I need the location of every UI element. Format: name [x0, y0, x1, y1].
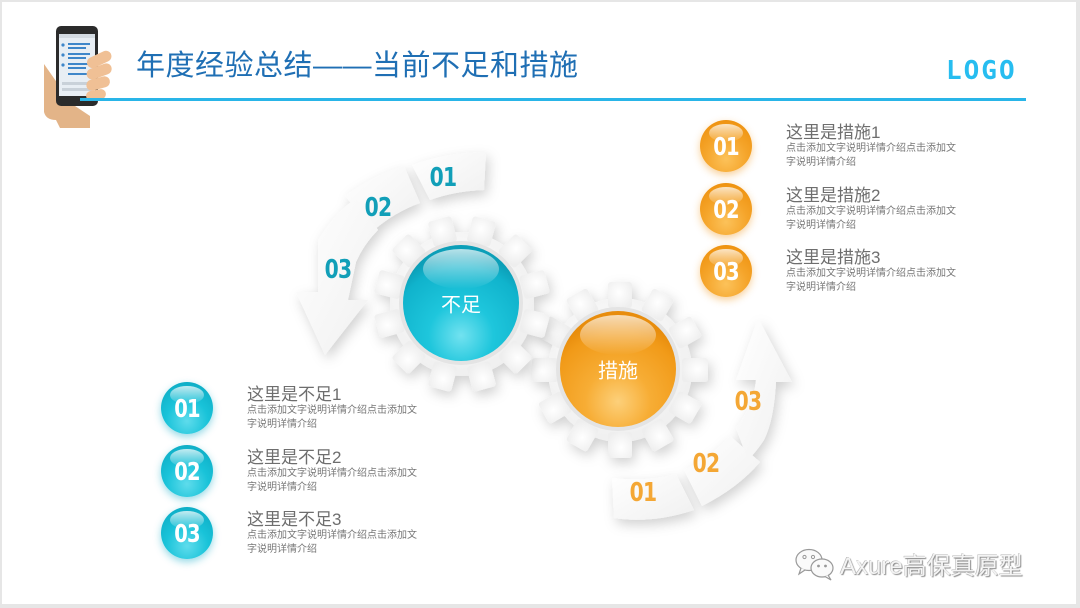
- measure-title: 这里是措施3: [786, 248, 881, 267]
- wechat-icon: [795, 548, 834, 581]
- shortcoming-item: 01 这里是不足1 点击添加文字说明详情介绍点击添加文字说明详情介绍: [161, 382, 481, 438]
- left-hub: [399, 241, 523, 365]
- watermark-text: Axure高保真原型: [840, 553, 1023, 580]
- left-segment-02: 02: [364, 193, 392, 223]
- shortcoming-desc: 点击添加文字说明详情介绍点击添加文字说明详情介绍: [247, 468, 417, 493]
- left-segment-01: 01: [429, 163, 457, 193]
- shortcoming-desc: 点击添加文字说明详情介绍点击添加文字说明详情介绍: [247, 530, 417, 555]
- right-hub-label: 措施: [598, 360, 638, 383]
- measure-desc: 点击添加文字说明详情介绍点击添加文字说明详情介绍: [786, 206, 956, 231]
- number-badge: 02: [700, 183, 752, 235]
- shortcoming-title: 这里是不足2: [247, 448, 342, 467]
- right-segment-02: 02: [692, 449, 720, 479]
- left-segment-03: 03: [324, 255, 352, 285]
- number-badge: 03: [161, 507, 213, 559]
- left-arc-segments: [296, 152, 486, 355]
- measure-title: 这里是措施2: [786, 186, 881, 205]
- right-arc-segments: [612, 318, 792, 520]
- number-badge: 01: [161, 382, 213, 434]
- watermark: Axure高保真原型: [794, 546, 1023, 581]
- measure-desc: 点击添加文字说明详情介绍点击添加文字说明详情介绍: [786, 268, 956, 293]
- phone-in-hand-icon: [44, 26, 112, 128]
- left-hub-label: 不足: [441, 294, 481, 317]
- number-badge: 03: [700, 245, 752, 297]
- measure-title: 这里是措施1: [786, 123, 881, 142]
- shortcoming-title: 这里是不足1: [247, 385, 342, 404]
- shortcoming-desc: 点击添加文字说明详情介绍点击添加文字说明详情介绍: [247, 405, 417, 430]
- measure-item: 01 这里是措施1 点击添加文字说明详情介绍点击添加文字说明详情介绍: [700, 120, 1020, 176]
- right-segment-03: 03: [734, 387, 762, 417]
- number-badge: 01: [700, 120, 752, 172]
- right-hub: [556, 307, 680, 431]
- logo: LOGO: [946, 56, 1017, 86]
- shortcoming-title: 这里是不足3: [247, 510, 342, 529]
- shortcoming-item: 02 这里是不足2 点击添加文字说明详情介绍点击添加文字说明详情介绍: [161, 445, 481, 501]
- number-badge: 02: [161, 445, 213, 497]
- shortcoming-item: 03 这里是不足3 点击添加文字说明详情介绍点击添加文字说明详情介绍: [161, 507, 481, 563]
- measure-desc: 点击添加文字说明详情介绍点击添加文字说明详情介绍: [786, 143, 956, 168]
- measure-item: 02 这里是措施2 点击添加文字说明详情介绍点击添加文字说明详情介绍: [700, 183, 1020, 239]
- page-title: 年度经验总结——当前不足和措施: [136, 50, 579, 82]
- measure-item: 03 这里是措施3 点击添加文字说明详情介绍点击添加文字说明详情介绍: [700, 245, 1020, 301]
- right-segment-01: 01: [629, 478, 657, 508]
- title-divider: [80, 98, 1026, 101]
